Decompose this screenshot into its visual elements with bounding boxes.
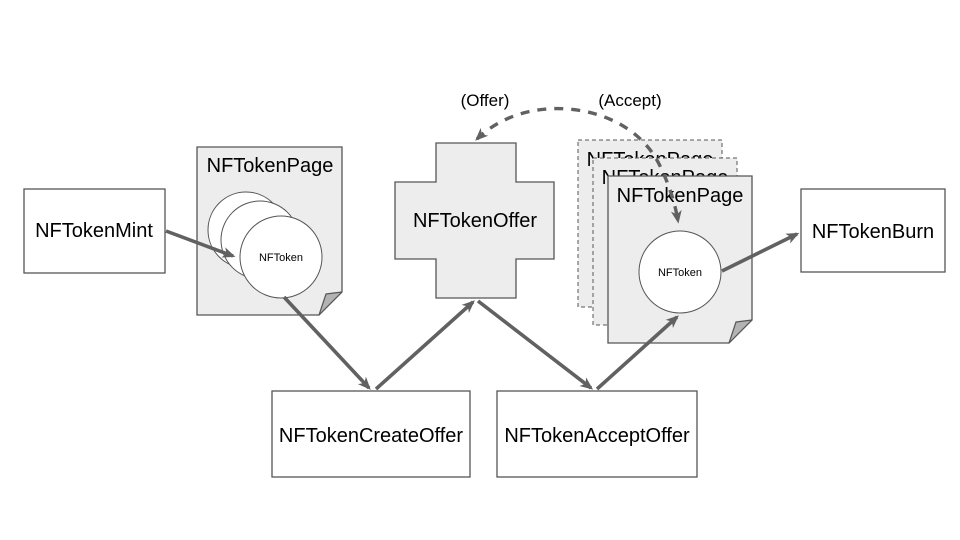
arrow-offer-to-acceptoffer (476, 299, 594, 390)
arrow-acceptoffer-to-token (595, 315, 679, 391)
arrow-mint-to-page (165, 229, 236, 258)
right-page-fold-icon (728, 319, 753, 344)
arrow-token-to-createoffer (282, 295, 371, 390)
left-token-circle-front (239, 215, 323, 299)
left-page-fold-icon (318, 291, 343, 316)
mint-label: NFTokenMint (35, 220, 153, 242)
offer-label: NFTokenOffer (413, 210, 537, 232)
create-offer-label: NFTokenCreateOffer (279, 425, 463, 447)
accept-annotation: (Accept) (598, 91, 661, 110)
right-page-title: NFTokenPage (617, 185, 744, 207)
offer-annotation: (Offer) (461, 91, 510, 110)
burn-node (800, 188, 946, 273)
left-page-title: NFTokenPage (207, 155, 334, 177)
right-token-circle (638, 230, 722, 314)
mint-node (23, 188, 166, 274)
create-offer-node (271, 390, 471, 478)
arrow-token-to-burn (721, 232, 800, 273)
arrow-offer-accept-arc (475, 106, 682, 224)
right-token-label: NFToken (658, 267, 702, 279)
accept-offer-node (496, 390, 698, 478)
accept-offer-label: NFTokenAcceptOffer (504, 425, 690, 447)
burn-label: NFTokenBurn (812, 221, 934, 243)
arrow-createoffer-to-offer (374, 300, 475, 391)
left-token-label: NFToken (259, 252, 303, 264)
